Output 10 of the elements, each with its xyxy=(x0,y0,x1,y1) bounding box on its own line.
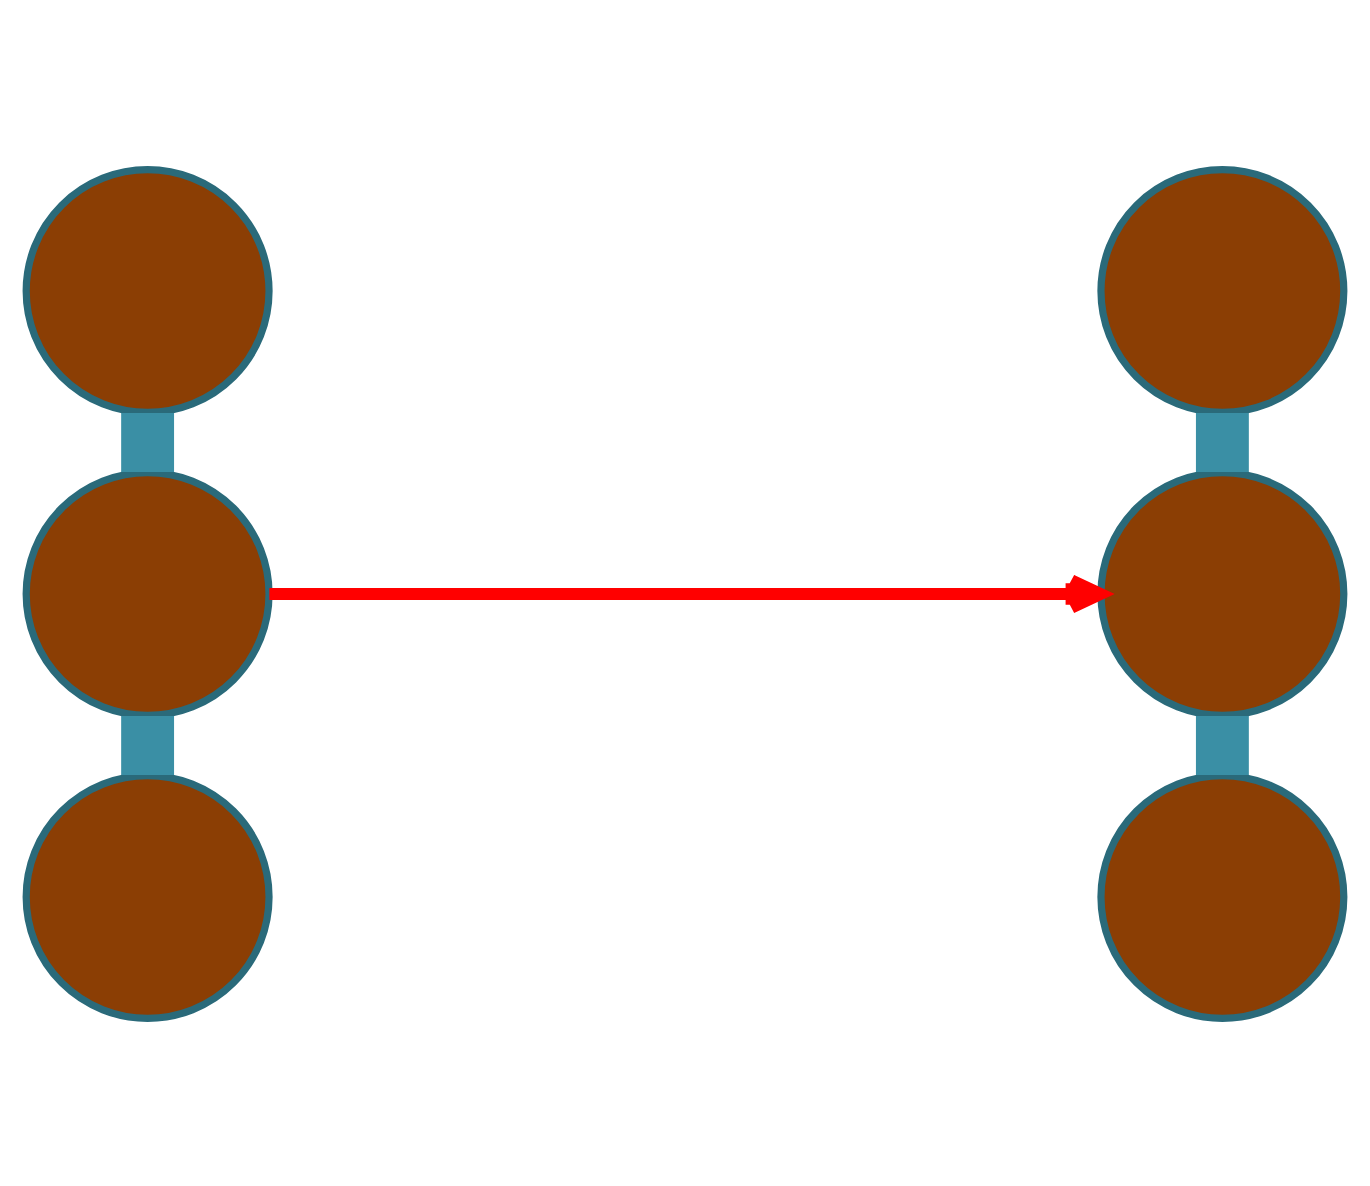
node-circle xyxy=(22,770,273,1021)
connector xyxy=(1195,412,1249,471)
node-circle xyxy=(1097,165,1348,416)
node-circle xyxy=(22,467,273,719)
connector xyxy=(1195,714,1249,774)
node-circle xyxy=(22,165,273,416)
node-circle xyxy=(1097,770,1348,1021)
connector xyxy=(121,714,175,774)
connector xyxy=(121,412,175,471)
node-circle xyxy=(1097,467,1348,719)
